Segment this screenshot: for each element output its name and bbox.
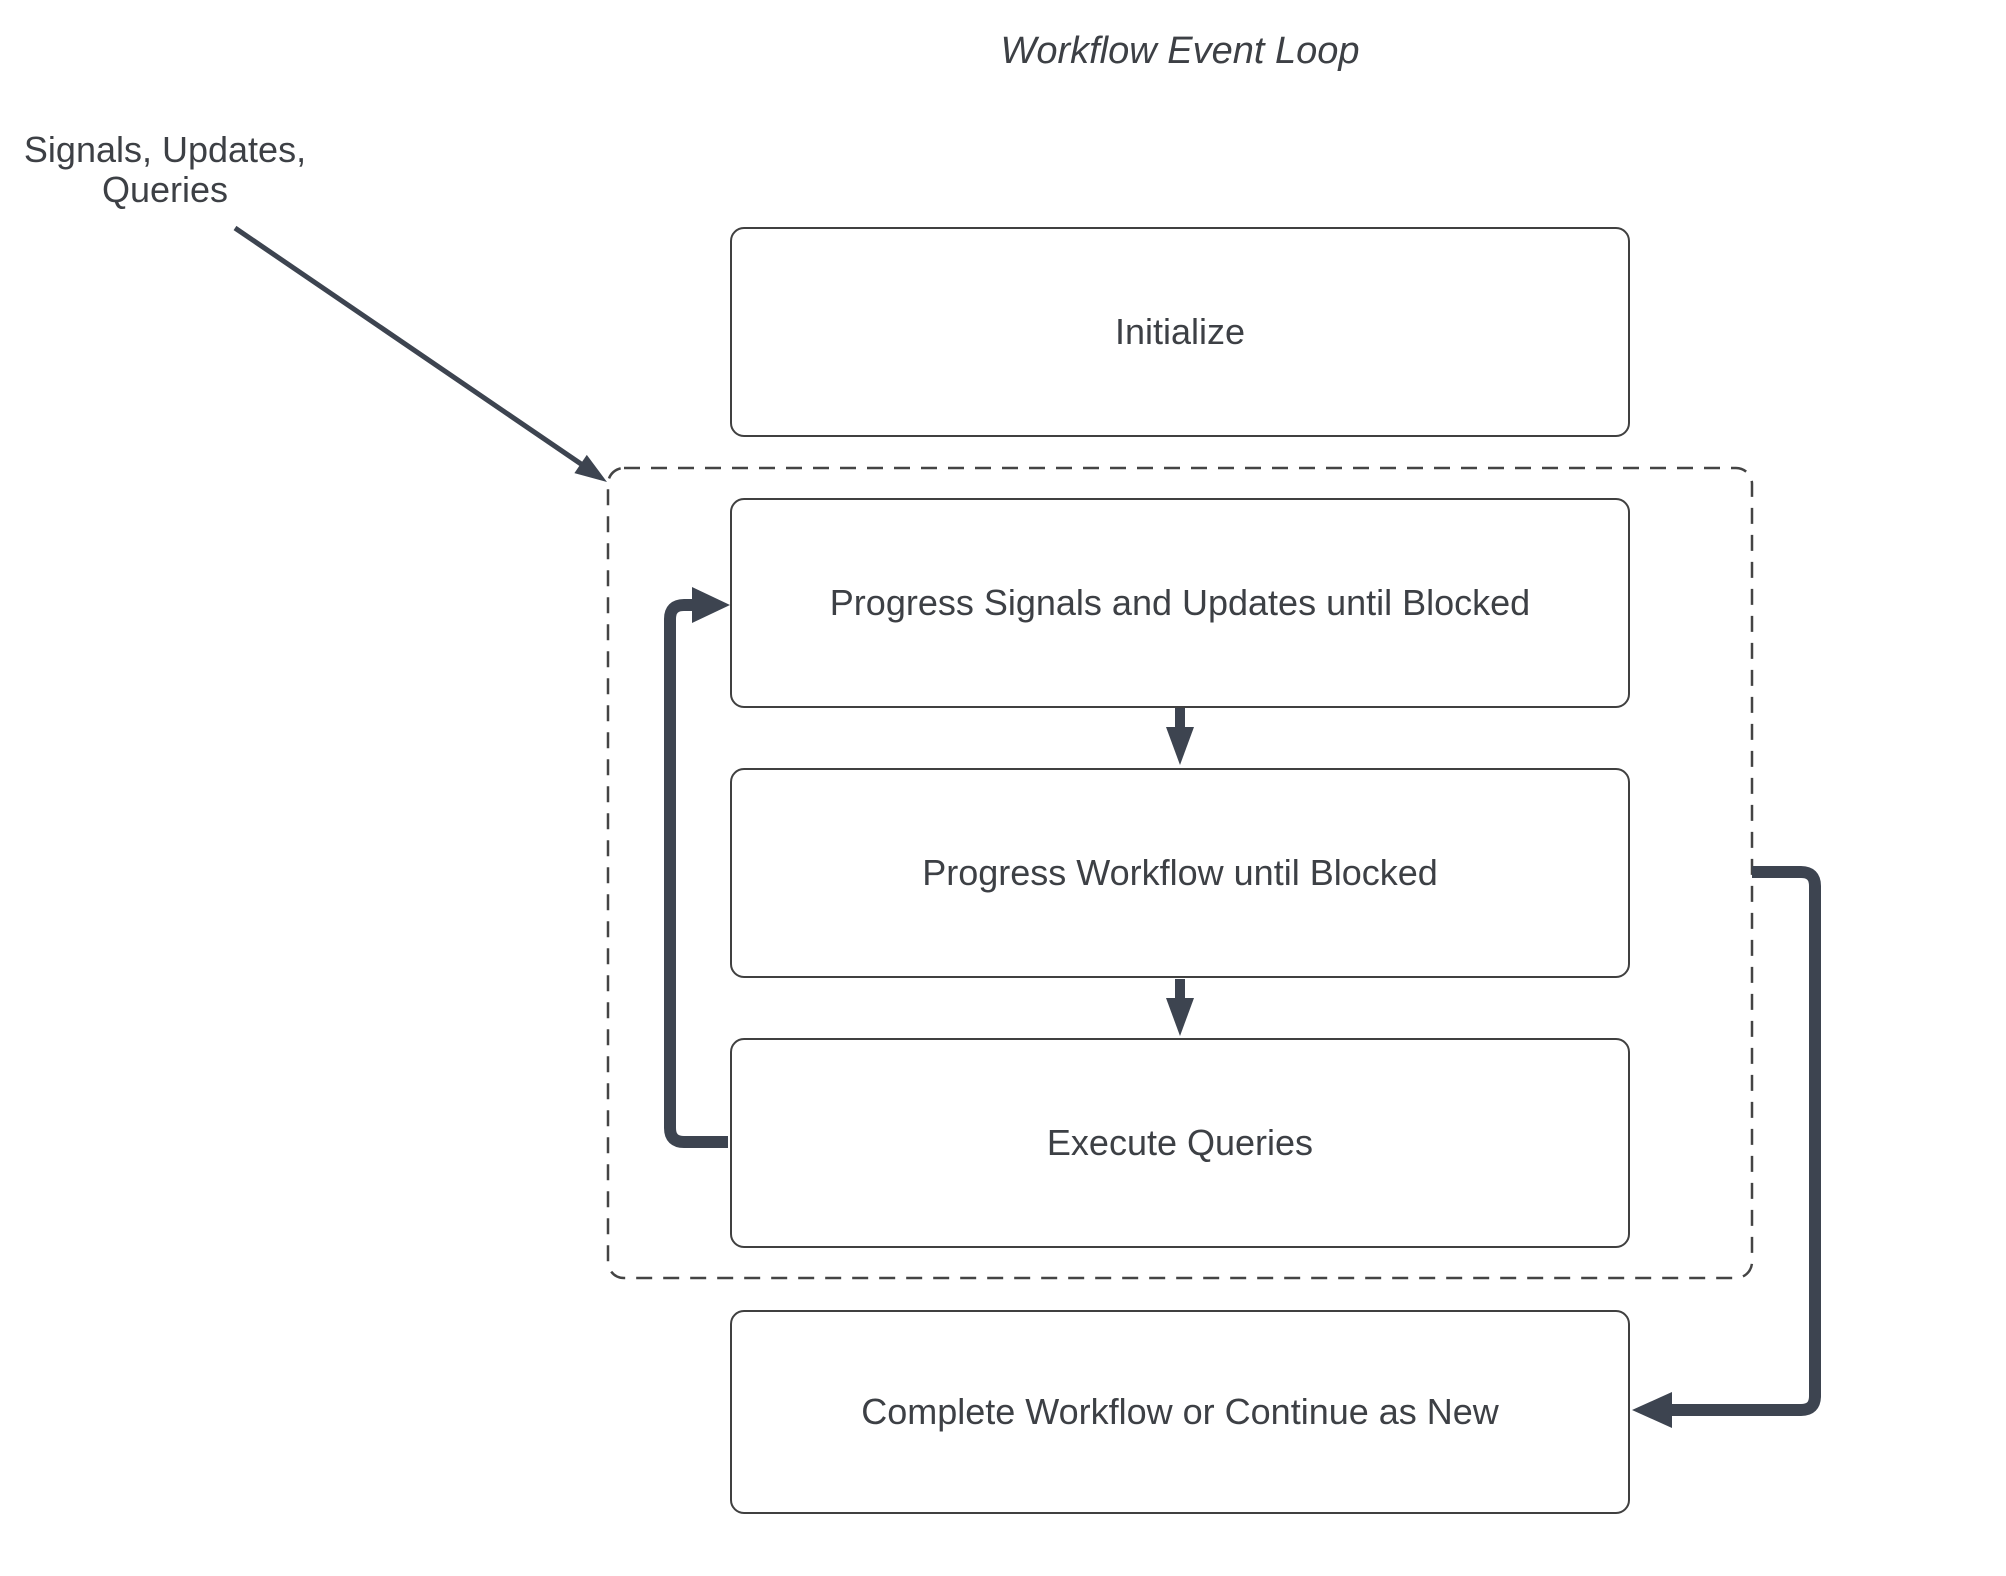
arrow-signals-to-workflow xyxy=(1166,708,1194,765)
loop-back-arrow xyxy=(664,587,730,1148)
continue-arrow xyxy=(1632,866,1821,1428)
node-execute-queries: Execute Queries xyxy=(730,1038,1630,1248)
arrow-workflow-to-queries xyxy=(1166,979,1194,1036)
node-initialize-label: Initialize xyxy=(1114,311,1246,352)
node-progress-workflow-label: Progress Workflow until Blocked xyxy=(922,852,1438,893)
external-input-arrow xyxy=(233,225,607,482)
node-execute-queries-label: Execute Queries xyxy=(1046,1122,1314,1163)
node-progress-signals-label: Progress Signals and Updates until Block… xyxy=(829,582,1531,623)
node-progress-workflow: Progress Workflow until Blocked xyxy=(730,768,1630,978)
node-complete-workflow: Complete Workflow or Continue as New xyxy=(730,1310,1630,1514)
node-complete-workflow-label: Complete Workflow or Continue as New xyxy=(861,1391,1499,1432)
node-initialize: Initialize xyxy=(730,227,1630,437)
external-inputs-label: Signals, Updates, Queries xyxy=(23,129,307,210)
node-progress-signals: Progress Signals and Updates until Block… xyxy=(730,498,1630,708)
diagram-title: Workflow Event Loop xyxy=(1000,30,1360,72)
